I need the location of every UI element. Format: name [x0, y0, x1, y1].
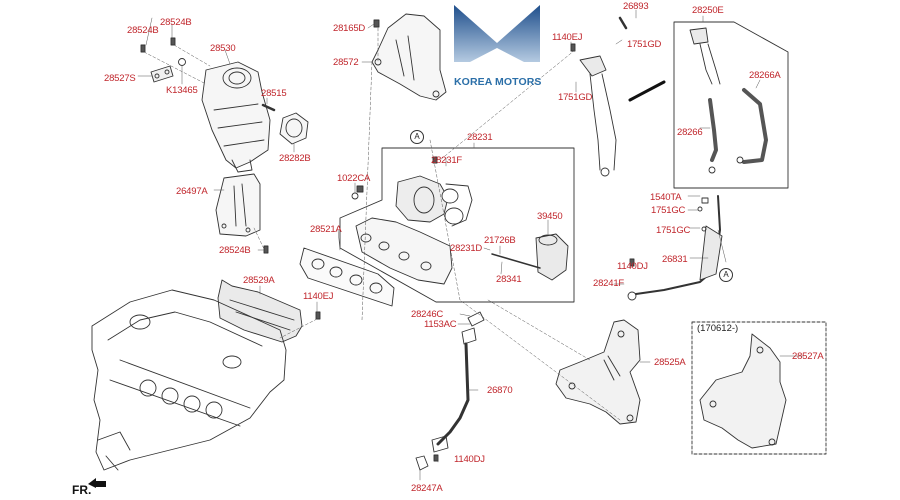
nut-1022ca	[351, 192, 359, 200]
part-label[interactable]: 28525A	[654, 357, 686, 368]
part-label[interactable]: 1153AC	[424, 319, 457, 330]
part-label[interactable]: 1140DJ	[454, 454, 485, 465]
stud-28515	[261, 103, 276, 112]
part-label[interactable]: 1140EJ	[552, 32, 583, 43]
part-label[interactable]: 1751GD	[558, 92, 593, 103]
gasket-28282b	[279, 112, 309, 145]
part-label[interactable]: 28231	[467, 132, 493, 143]
reference-marker-a: A	[410, 130, 424, 144]
heat-shield-28572	[371, 13, 447, 101]
part-label[interactable]: 39450	[537, 211, 563, 222]
part-label[interactable]: 28524B	[219, 245, 251, 256]
variant-note: (170612-)	[697, 323, 739, 334]
part-label[interactable]: 28524B	[127, 25, 159, 36]
variant-box	[691, 321, 827, 455]
part-label[interactable]: 28250E	[692, 5, 724, 16]
hoses-28266	[689, 27, 768, 174]
oil-return-26831	[627, 195, 723, 301]
part-label[interactable]: 28527A	[792, 351, 824, 362]
leader-lines	[137, 9, 805, 481]
bolt-26893	[618, 16, 628, 30]
part-label[interactable]: 28530	[210, 43, 236, 54]
catalytic-converter	[201, 61, 271, 173]
part-label[interactable]: 28165D	[333, 23, 366, 34]
part-label[interactable]: 28515	[261, 88, 287, 99]
part-label[interactable]: 28529A	[243, 275, 275, 286]
part-label[interactable]: 21726B	[484, 235, 516, 246]
korea-motors-logo	[454, 5, 540, 72]
part-label[interactable]: 28266A	[749, 70, 781, 81]
assembly-lines	[143, 27, 621, 421]
part-label[interactable]: 1140DJ	[617, 261, 648, 272]
oil-pipe-26870	[415, 311, 485, 471]
part-label[interactable]: 28241F	[593, 278, 625, 289]
reference-marker-a: A	[719, 268, 733, 282]
part-label[interactable]: 1751GC	[651, 205, 686, 216]
part-label[interactable]: 28521A	[310, 224, 342, 235]
part-label[interactable]: 26831	[662, 254, 688, 265]
engine-block	[91, 289, 287, 471]
part-label[interactable]: 26893	[623, 1, 649, 12]
part-label[interactable]: 26497A	[176, 186, 208, 197]
heat-shield-28527a	[699, 333, 787, 449]
part-label[interactable]: 28282B	[279, 153, 311, 164]
brand-name: KOREA MOTORS	[454, 76, 542, 88]
front-direction-label: FR.	[72, 483, 92, 497]
washer-k13465	[178, 58, 186, 66]
bracket-28527s	[150, 65, 174, 83]
part-label[interactable]: 28231D	[450, 243, 483, 254]
part-label[interactable]: 28527S	[104, 73, 136, 84]
part-label[interactable]: 28247A	[411, 483, 443, 494]
part-label[interactable]: 28524B	[160, 17, 192, 28]
part-label[interactable]: 28246C	[411, 309, 444, 320]
heat-shield-28529a	[217, 279, 303, 343]
part-label[interactable]: 1751GC	[656, 225, 691, 236]
turbocharger	[355, 175, 473, 285]
hose-assembly-box	[673, 21, 789, 189]
part-label[interactable]: K13465	[166, 85, 198, 96]
part-label[interactable]: 1140EJ	[303, 291, 334, 302]
part-label[interactable]: 28266	[677, 127, 703, 138]
wastegate-actuator-39450	[491, 233, 569, 281]
part-label[interactable]: 1022CA	[337, 173, 371, 184]
part-label[interactable]: 1751GD	[627, 39, 662, 50]
turbo-assembly-box	[339, 147, 575, 303]
part-label[interactable]: 28341	[496, 274, 522, 285]
part-label[interactable]: 26870	[487, 385, 513, 396]
heat-shield-26497a	[215, 173, 261, 237]
water-pipe-28250e	[579, 55, 666, 177]
heat-shield-28525a	[555, 319, 641, 425]
front-arrow-icon	[88, 478, 106, 488]
gasket-28521a	[299, 247, 395, 307]
part-label[interactable]: 28572	[333, 57, 359, 68]
part-label[interactable]: 28231F	[431, 155, 463, 166]
part-label[interactable]: 1540TA	[650, 192, 682, 203]
